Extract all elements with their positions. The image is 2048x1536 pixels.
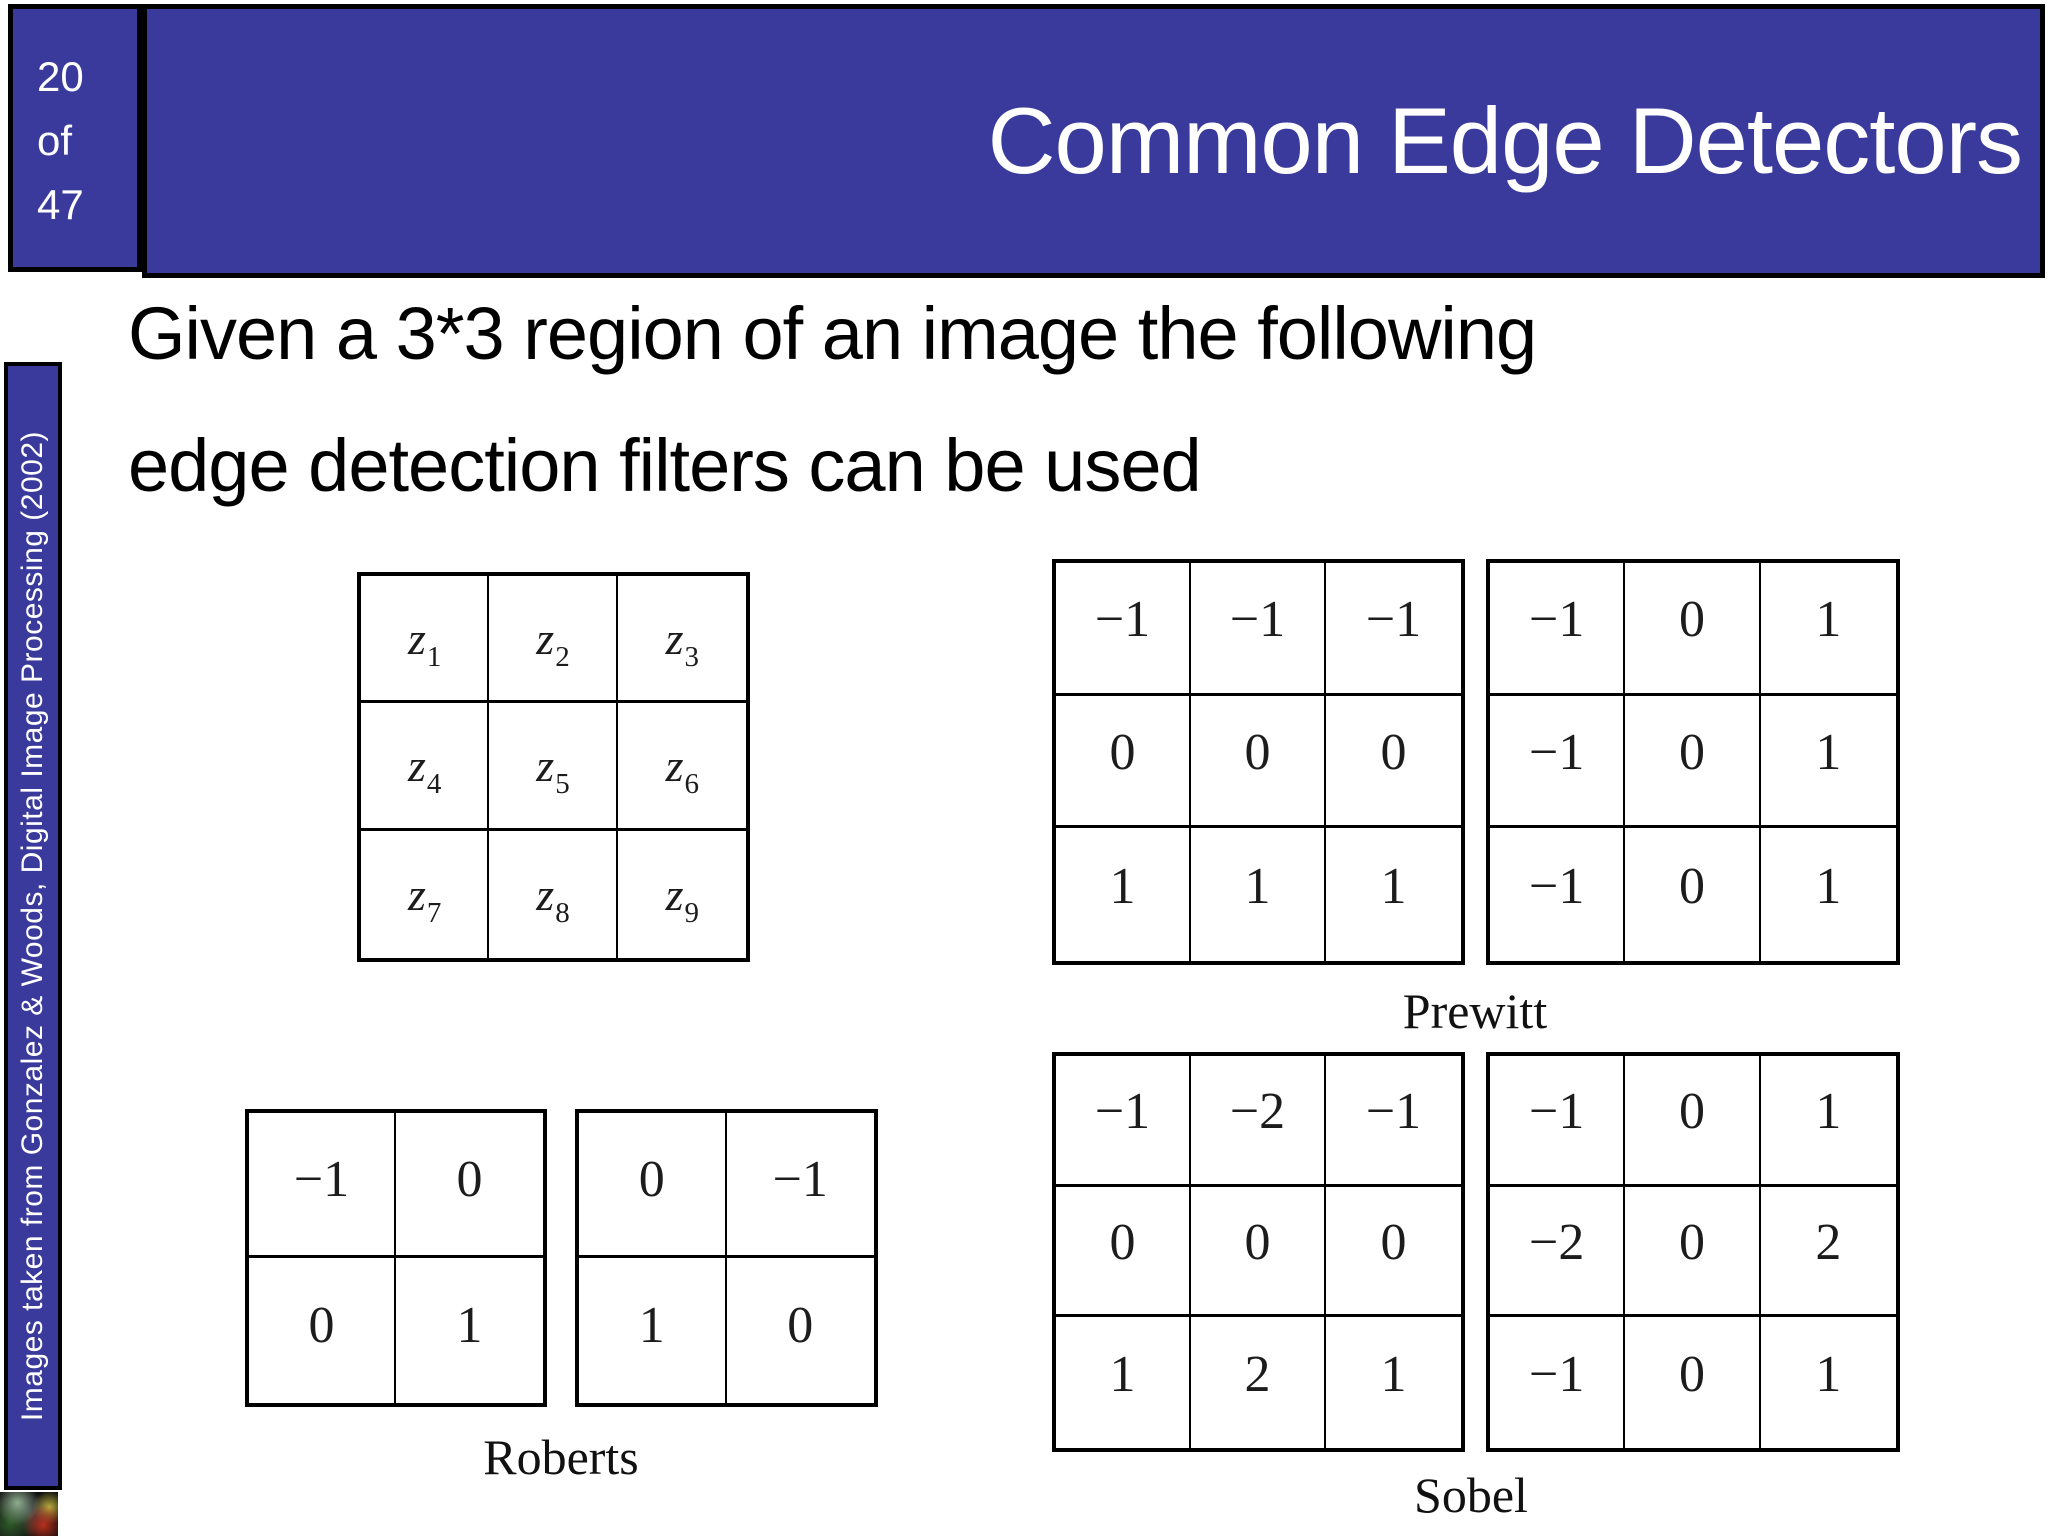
kernel-cell: 0 xyxy=(1625,695,1761,829)
kernel-cell: 1 xyxy=(1056,828,1191,961)
z-cell: z8 xyxy=(489,830,618,958)
corner-photo-thumbnail xyxy=(0,1492,58,1536)
title-bar: Common Edge Detectors xyxy=(142,4,2045,278)
roberts-kernel-2: 0 −1 1 0 xyxy=(575,1109,878,1407)
prewitt-horizontal-kernel: −1 −1 −1 0 0 0 1 1 1 xyxy=(1052,559,1465,965)
kernel-cell: −1 xyxy=(249,1113,396,1258)
kernel-cell: −2 xyxy=(1191,1056,1326,1187)
kernel-cell: −1 xyxy=(1490,695,1626,829)
page-title: Common Edge Detectors xyxy=(987,88,2023,193)
kernel-cell: −1 xyxy=(726,1113,874,1258)
kernel-cell: 0 xyxy=(1326,1187,1461,1318)
kernel-cell: −1 xyxy=(1326,1056,1461,1187)
kernel-cell: 0 xyxy=(1625,563,1761,696)
page-number-box: 20 of 47 xyxy=(8,4,142,272)
kernel-cell: 2 xyxy=(1760,1187,1896,1318)
intro-text: Given a 3*3 region of an image the follo… xyxy=(128,268,1537,532)
kernel-cell: 1 xyxy=(579,1258,727,1403)
kernel-cell: −1 xyxy=(1490,1317,1626,1448)
kernel-cell: −1 xyxy=(1191,563,1326,696)
kernel-cell: 1 xyxy=(1815,1346,1842,1404)
intro-line-1: Given a 3*3 region of an image the follo… xyxy=(128,292,1537,375)
z-cell: z7 xyxy=(361,830,490,958)
z-cell: z1 xyxy=(361,576,490,704)
kernel-cell: 1 xyxy=(1380,1346,1407,1404)
prewitt-label: Prewitt xyxy=(1402,983,1548,1039)
kernel-cell: 1 xyxy=(456,1297,483,1354)
sobel-label: Sobel xyxy=(1414,1467,1528,1523)
kernel-cell: 0 xyxy=(1191,695,1326,829)
kernel-cell: 0 xyxy=(1625,1317,1761,1448)
kernel-cell: 0 xyxy=(1191,1186,1326,1318)
credit-sidebar: Images taken from Gonzalez & Woods, Digi… xyxy=(4,362,62,1490)
page-number-of: of xyxy=(37,117,73,164)
kernel-cell: −1 xyxy=(1056,563,1191,696)
kernel-cell: 0 xyxy=(1056,1186,1191,1318)
z-cell: z3 xyxy=(617,576,746,704)
sobel-vertical-kernel: −1 0 1 −2 0 2 −1 0 1 xyxy=(1486,1052,1900,1452)
kernel-cell: 1 xyxy=(1760,1056,1896,1187)
kernel-cell: 0 xyxy=(1326,696,1461,829)
z-cell: z5 xyxy=(489,703,618,831)
prewitt-vertical-kernel: −1 0 1 −1 0 1 −1 0 1 xyxy=(1486,559,1900,965)
kernel-cell: 0 xyxy=(1056,695,1191,829)
kernel-cell: 0 xyxy=(1625,1186,1761,1318)
kernel-cell: 0 xyxy=(787,1297,814,1354)
kernel-cell: 0 xyxy=(396,1113,543,1258)
z-cell: z9 xyxy=(665,868,700,929)
page-number-current: 20 xyxy=(37,53,84,100)
kernel-cell: −1 xyxy=(1056,1056,1191,1187)
page-number-total: 47 xyxy=(37,181,84,228)
roberts-label: Roberts xyxy=(483,1429,639,1485)
kernel-cell: 1 xyxy=(1380,858,1407,916)
kernel-cell: −2 xyxy=(1490,1186,1626,1318)
kernel-cell: −1 xyxy=(1490,828,1626,961)
kernel-cell: −1 xyxy=(1490,1056,1626,1187)
kernel-cell: 2 xyxy=(1191,1317,1326,1448)
kernel-cell: 1 xyxy=(1760,696,1896,829)
z-cell: z2 xyxy=(489,576,618,704)
credit-text: Images taken from Gonzalez & Woods, Digi… xyxy=(16,430,49,1422)
kernel-cell: 1 xyxy=(1056,1317,1191,1448)
kernel-cell: 1 xyxy=(1760,563,1896,696)
kernel-cell: −1 xyxy=(1326,563,1461,696)
kernel-cell: 1 xyxy=(1815,858,1842,916)
z-cell: z6 xyxy=(617,703,746,831)
kernel-cell: −1 xyxy=(1490,563,1626,696)
kernel-cell: 0 xyxy=(1625,1056,1761,1187)
kernel-cell: 0 xyxy=(579,1113,727,1258)
kernel-cell: 0 xyxy=(1625,828,1761,961)
z-region-matrix: z1 z2 z3 z4 z5 z6 z7 z8 z9 xyxy=(357,572,750,962)
kernel-cell: 0 xyxy=(249,1258,396,1403)
z-cell: z4 xyxy=(361,703,490,831)
roberts-kernel-1: −1 0 0 1 xyxy=(245,1109,547,1407)
kernel-cell: 1 xyxy=(1191,828,1326,961)
sobel-horizontal-kernel: −1 −2 −1 0 0 0 1 2 1 xyxy=(1052,1052,1465,1452)
intro-line-2: edge detection filters can be used xyxy=(128,424,1202,507)
